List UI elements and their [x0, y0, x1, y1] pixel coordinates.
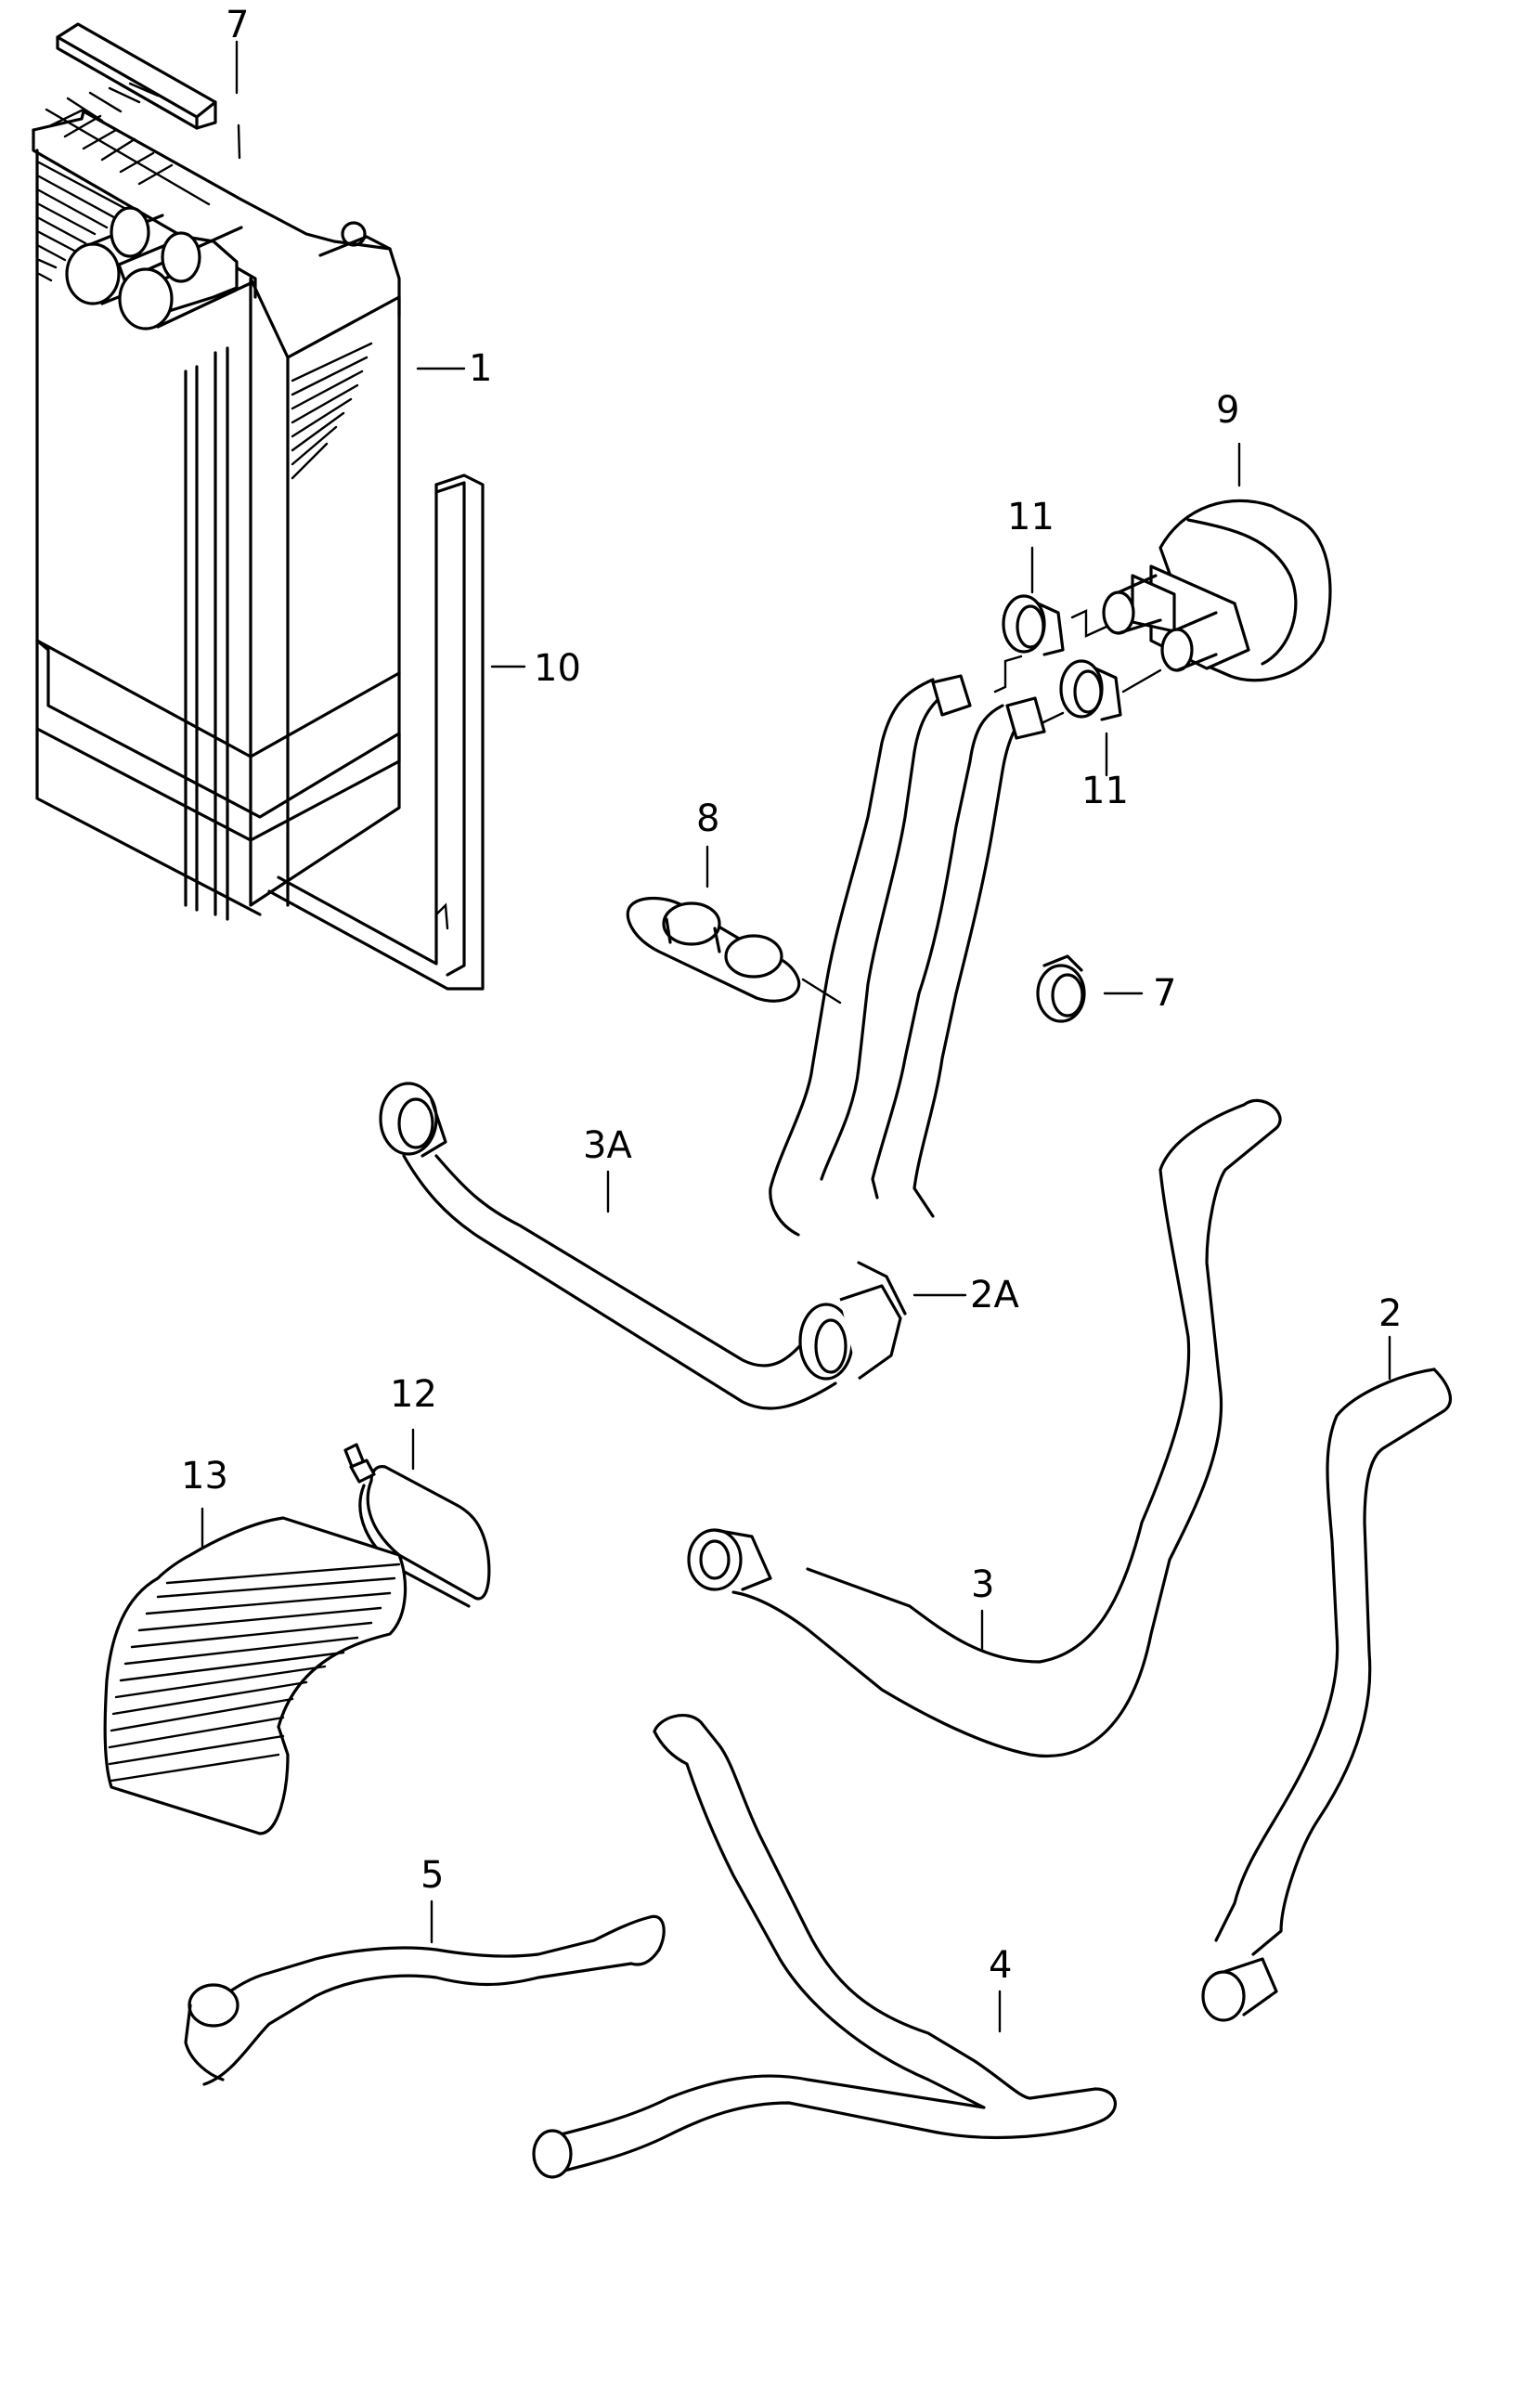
callout-7: 8: [696, 797, 719, 840]
callout-12: 12: [390, 1373, 437, 1416]
part-6-clamp[interactable]: [1036, 954, 1144, 1023]
callout-5: 5: [421, 1854, 444, 1897]
part-11-clamp-upper[interactable]: [993, 546, 1108, 694]
part-2-hose[interactable]: [1201, 1335, 1452, 2022]
callout-2a: 2A: [970, 1274, 1019, 1316]
part-7-grommet[interactable]: [626, 845, 842, 1005]
part-4-hose[interactable]: [532, 1713, 1118, 2179]
callout-13: 13: [181, 1455, 228, 1498]
callout-1: 1: [469, 347, 492, 390]
callout-2: 2: [1378, 1292, 1402, 1335]
part-11-clamp-lower[interactable]: [1038, 659, 1162, 777]
part-2a-connector[interactable]: [798, 1261, 967, 1381]
callout-4: 4: [989, 1944, 1012, 1987]
callout-3a: 3A: [583, 1124, 632, 1167]
part-1-heater-core[interactable]: [32, 82, 466, 921]
callout-9: 9: [1216, 389, 1239, 432]
part-5-hose[interactable]: [184, 1900, 666, 2086]
part-8-foam-strip[interactable]: [56, 22, 217, 130]
callout-11-upper: 11: [1007, 496, 1055, 538]
callout-6: 7: [1153, 972, 1176, 1015]
part-9-pump[interactable]: [1102, 442, 1332, 682]
twin-hose-upper[interactable]: [769, 674, 1046, 1237]
part-3-hose[interactable]: [687, 1098, 1282, 1757]
part-10-seal-frame[interactable]: [267, 473, 526, 991]
callout-11-lower: 11: [1081, 770, 1129, 812]
callout-8: 7: [226, 4, 249, 46]
part-3a-hose[interactable]: [379, 1082, 837, 1410]
part-13-corrugated-duct[interactable]: [103, 1507, 408, 1835]
callout-3: 3: [971, 1563, 994, 1606]
callout-10: 10: [534, 647, 581, 690]
